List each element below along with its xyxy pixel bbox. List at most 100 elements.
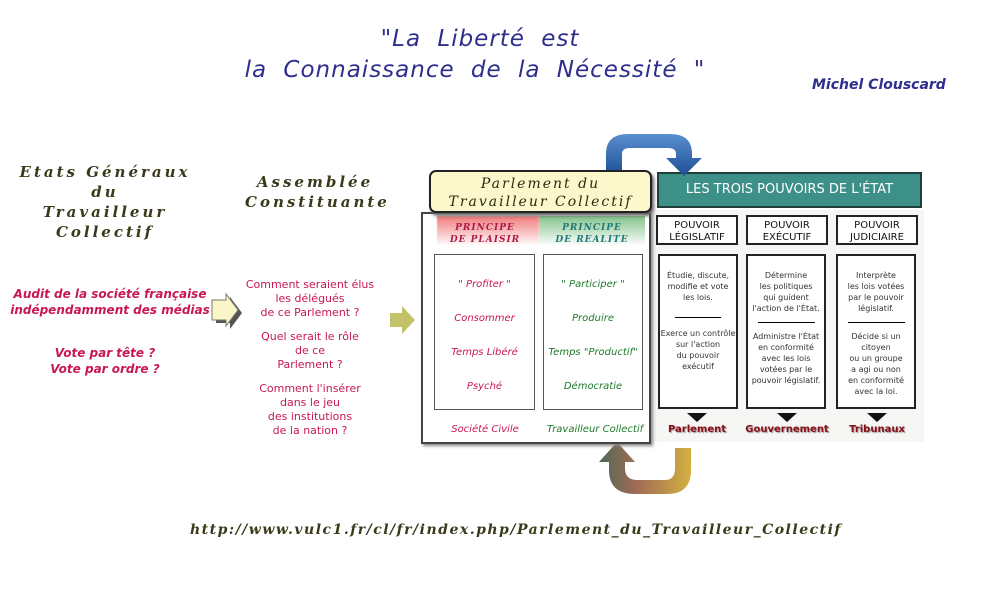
col-item: Démocratie [563, 381, 623, 392]
etats-generaux-heading: Etats Généraux du Travailleur Collectif [10, 162, 200, 242]
desc-line: sur l'action [675, 340, 721, 349]
question-line: de la nation ? [272, 424, 348, 437]
plaisir-gradient [437, 216, 539, 246]
heading-line: Etats Généraux du [19, 163, 191, 201]
heading-line: Assemblée [256, 173, 374, 191]
societe-civile-label: Société Civile [451, 424, 519, 435]
principle-line: PRINCIPE [562, 223, 622, 233]
heading-line: Travailleur [42, 203, 168, 221]
desc-line: en conformité [848, 376, 904, 385]
parlement-label: Parlement [667, 424, 727, 435]
col-item: Psyché [466, 381, 503, 392]
pouvoir-judiciaire-body: Interprète les lois votées par le pouvoi… [836, 254, 916, 409]
source-url[interactable]: http://www.vulc1.fr/cl/fr/index.php/Parl… [190, 522, 842, 538]
arrow-down-icon [687, 413, 707, 422]
desc-line: les lois votées [847, 282, 905, 291]
desc-line: Administre l'État [752, 332, 820, 341]
desc-line: Détermine [764, 271, 808, 280]
question-line: Comment seraient élus [245, 278, 375, 291]
curved-arrow-icon [606, 134, 702, 176]
desc-line: avec la loi. [854, 387, 898, 396]
question-2: Quel serait le rôle de ce Parlement ? [240, 330, 380, 372]
assemblee-questions: Comment seraient élus les délégués de ce… [240, 278, 380, 438]
question-1: Comment seraient élus les délégués de ce… [240, 278, 380, 320]
pouvoir-judiciaire-head: POUVOIR JUDICIAIRE [836, 215, 918, 245]
tribunaux-label: Tribunaux [849, 424, 905, 435]
col-item: " Participer " [561, 279, 625, 290]
arrow-right-icon [390, 306, 415, 334]
question-line: dans le jeu [279, 396, 341, 409]
desc-line: l'action de l'État. [752, 304, 820, 313]
desc-line: Décide si un citoyen [851, 332, 901, 352]
question-line: de ce [294, 344, 326, 357]
desc-line: en conformité [758, 343, 814, 352]
col-item: Temps "Productif" [548, 347, 638, 358]
audit-line: Audit de la société française [13, 287, 207, 301]
desc-line: Interprète [856, 271, 896, 280]
arrow-down-icon [867, 413, 887, 422]
quote-author: Michel Clouscard [812, 77, 946, 93]
question-line: de ce Parlement ? [260, 306, 360, 319]
col-item: Consommer [454, 313, 515, 324]
question-line: des institutions [267, 410, 353, 423]
plaisir-column: " Profiter " Consommer Temps Libéré Psyc… [434, 254, 535, 410]
col-item: Produire [572, 313, 614, 324]
question-line: les délégués [275, 292, 345, 305]
etat-title: LES TROIS POUVOIRS DE L'ÉTAT [657, 172, 922, 208]
pouvoir-executif-body: Détermine les politiques qui guident l'a… [746, 254, 826, 409]
title-line: Travailleur Collectif [448, 194, 633, 210]
desc-line: modifie et vote [667, 282, 729, 291]
desc-line: a agi ou non [851, 365, 901, 374]
desc-line: qui guident [763, 293, 809, 302]
desc-line: exécutif [682, 362, 714, 371]
desc-line: par le pouvoir [848, 293, 904, 302]
col-item: " Profiter " [458, 279, 511, 290]
pouvoir-legislatif-head: POUVOIR LÉGISLATIF [656, 215, 738, 245]
vote-line: Vote par tête ? [54, 346, 156, 360]
question-line: Quel serait le rôle [261, 330, 359, 343]
head-line: POUVOIR [674, 220, 720, 231]
heading-line: Collectif [55, 223, 155, 241]
heading-line: Constituante [245, 193, 390, 211]
question-3: Comment l'insérer dans le jeu des instit… [240, 382, 380, 438]
col-item: Temps Libéré [451, 347, 518, 358]
vote-questions: Vote par tête ? Vote par ordre ? [40, 345, 170, 377]
principle-line: PRINCIPE [455, 223, 515, 233]
curved-arrow-icon [599, 442, 691, 494]
desc-line: pouvoir législatif. [751, 376, 821, 385]
travailleur-collectif-label: Travailleur Collectif [546, 424, 644, 435]
principle-line: DE PLAISIR [449, 235, 521, 245]
desc-line: avec les lois [761, 354, 811, 363]
principe-plaisir: PRINCIPE DE PLAISIR [431, 222, 539, 246]
head-line: POUVOIR [764, 220, 810, 231]
parlement-box: PRINCIPE DE PLAISIR PRINCIPE DE REALITE … [421, 212, 651, 444]
audit-line: indépendamment des médias [10, 303, 210, 317]
desc-line: votées par le [759, 365, 813, 374]
assemblee-heading: Assemblée Constituante [245, 172, 390, 212]
principe-realite: PRINCIPE DE REALITE [539, 222, 645, 246]
principle-line: DE REALITE [555, 235, 629, 245]
pouvoir-executif-head: POUVOIR EXÉCUTIF [746, 215, 828, 245]
desc-line: Exerce un contrôle [660, 329, 736, 338]
quote-line-1: "La Liberté est [380, 26, 580, 52]
desc-line: Étudie, discute, [666, 271, 730, 280]
head-line: EXÉCUTIF [762, 232, 812, 243]
desc-line: ou un groupe [849, 354, 903, 363]
audit-text: Audit de la société française indépendam… [10, 286, 210, 318]
gouvernement-label: Gouvernement [745, 424, 829, 435]
title-line: Parlement du [480, 176, 601, 192]
realite-column: " Participer " Produire Temps "Productif… [543, 254, 643, 410]
divider [757, 322, 815, 323]
pouvoir-legislatif-body: Étudie, discute, modifie et vote les loi… [658, 254, 738, 409]
head-line: JUDICIAIRE [850, 232, 904, 243]
parlement-title: Parlement du Travailleur Collectif [429, 170, 652, 213]
question-line: Parlement ? [277, 358, 343, 371]
head-line: POUVOIR [854, 220, 900, 231]
divider [847, 322, 905, 323]
desc-line: législatif. [858, 304, 894, 313]
desc-line: les politiques [759, 282, 813, 291]
head-line: LÉGISLATIF [669, 232, 725, 243]
realite-gradient [539, 216, 645, 246]
divider [675, 317, 721, 318]
quote-line-2: la Connaissance de la Nécessité " [244, 57, 706, 83]
